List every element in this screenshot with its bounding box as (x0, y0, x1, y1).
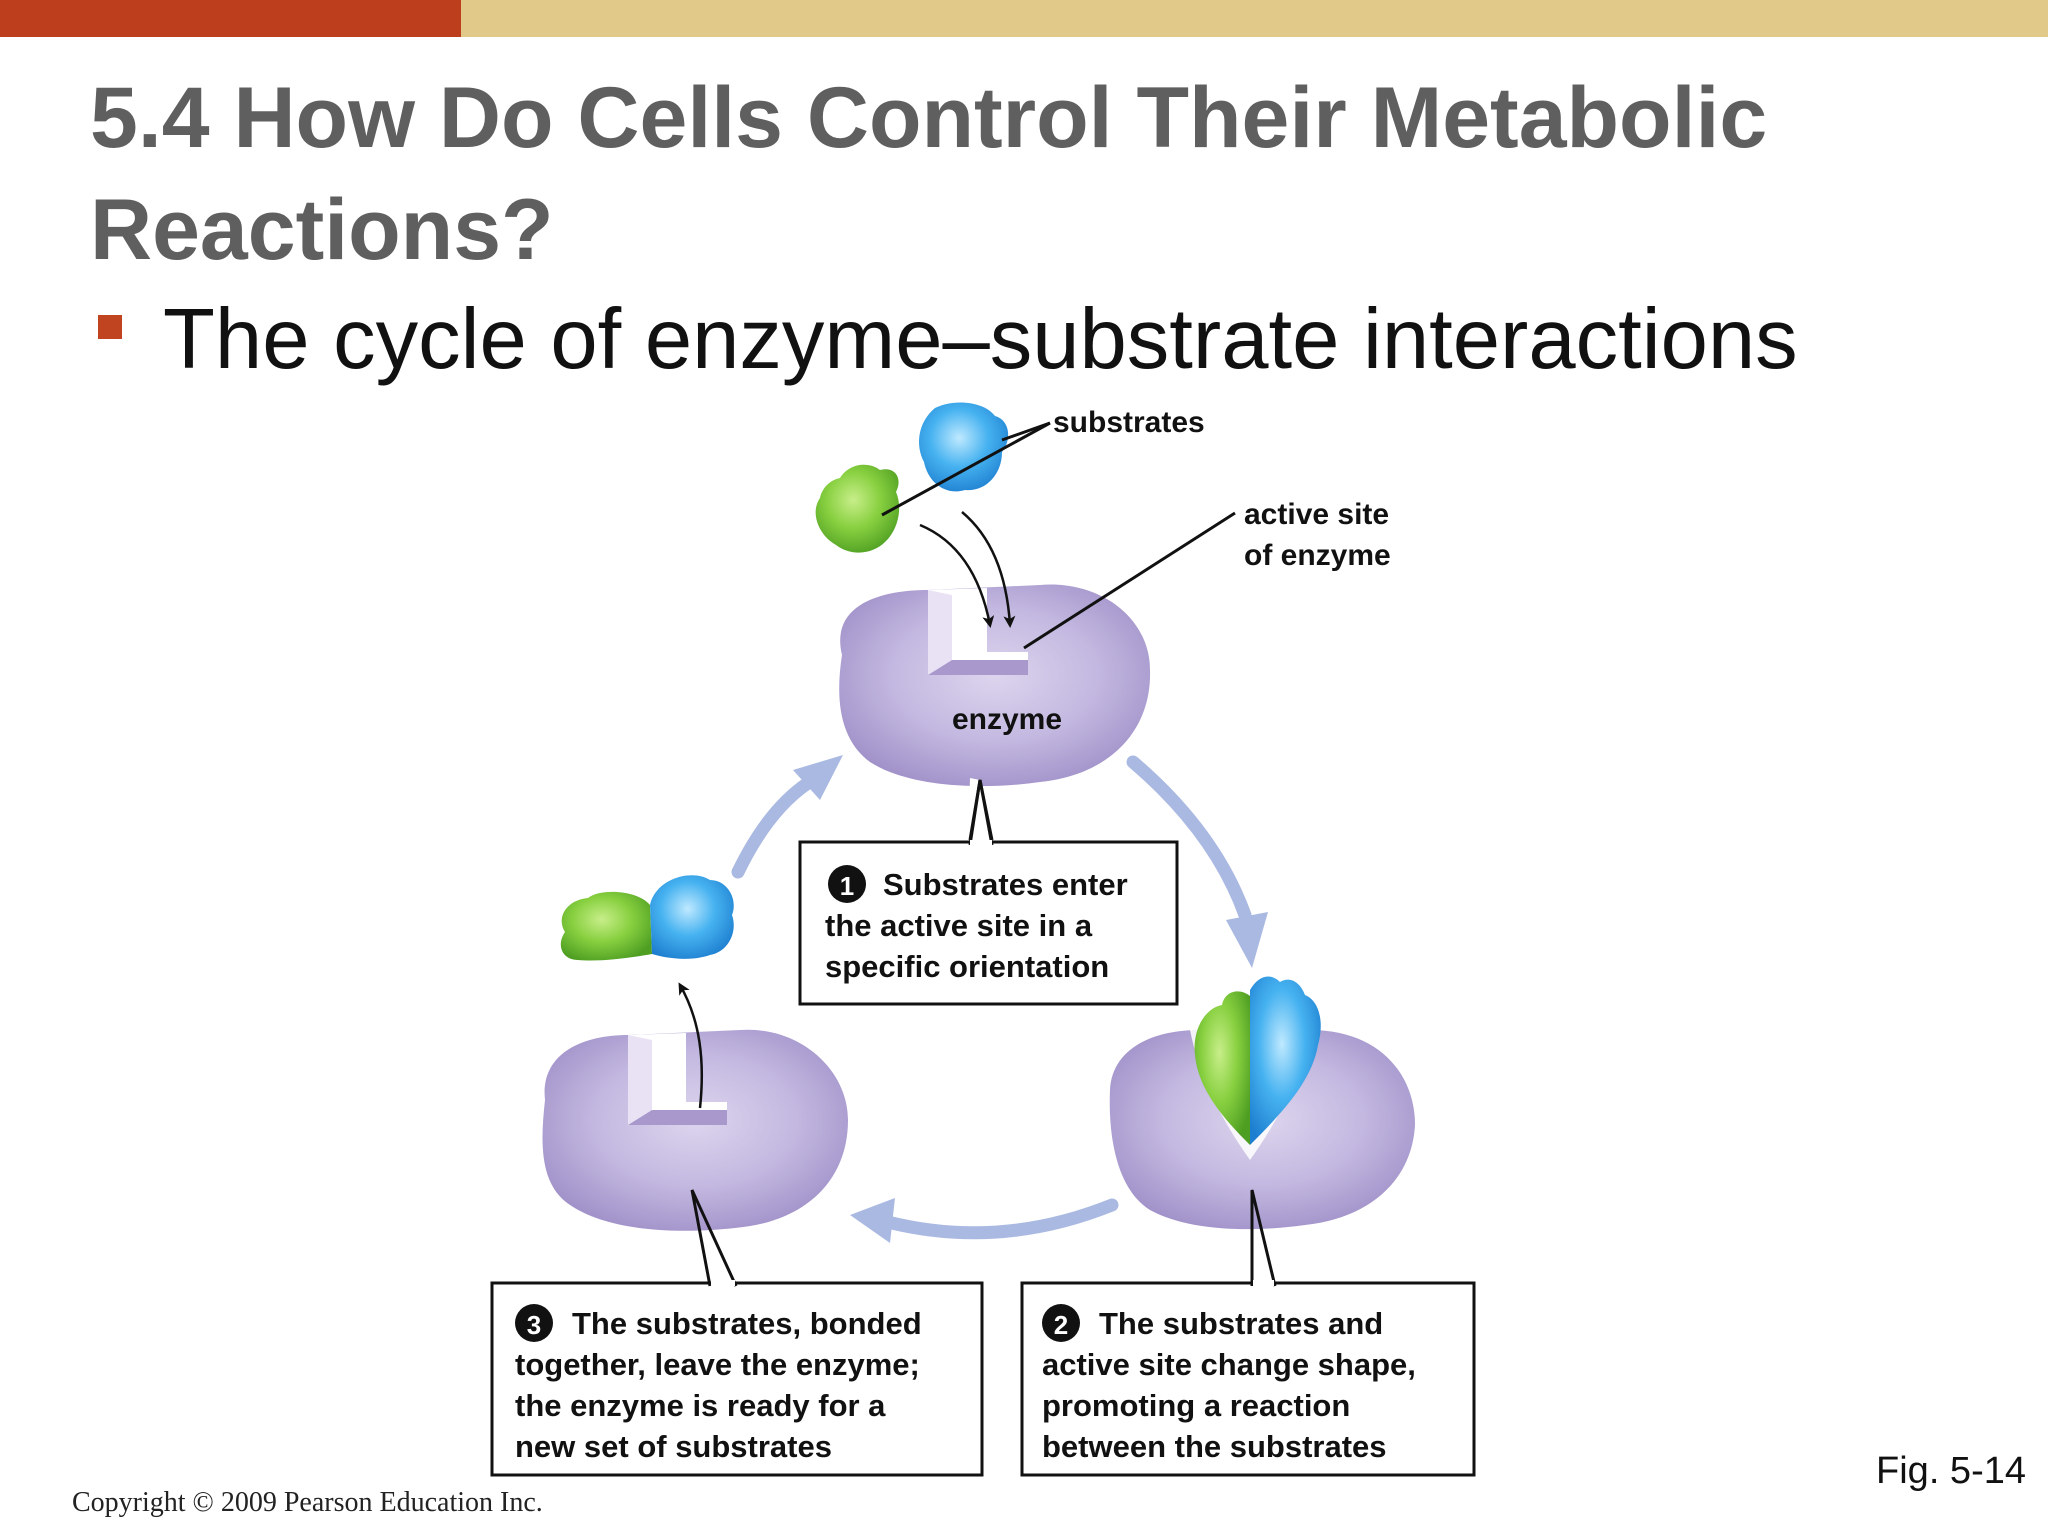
step-3-callout: 3 The substrates, bonded together, leave… (515, 1304, 922, 1464)
active-site-notch-empty (628, 1033, 727, 1125)
product-green-part (560, 891, 652, 961)
product-release-arrow (678, 982, 704, 1109)
step-2-callout: 2 The substrates and active site change … (1042, 1304, 1416, 1464)
substrate-blue-free (919, 402, 1009, 492)
step-2-line-1: The substrates and (1099, 1306, 1383, 1341)
cycle-arrow-top-right (1126, 755, 1268, 968)
callout-2-box (1020, 1281, 1476, 1477)
title-line-2: Reactions? (90, 182, 554, 278)
step-3-line-3: the enzyme is ready for a (515, 1388, 886, 1423)
copyright-notice: Copyright © 2009 Pearson Education Inc. (72, 1487, 543, 1518)
callout-3-pointer (690, 1189, 738, 1287)
substrate-green-free (815, 464, 900, 553)
bullet-marker-icon (98, 315, 122, 339)
step-3-number: 3 (527, 1310, 541, 1340)
step-1-line-2: the active site in a (825, 908, 1093, 943)
active-site-label-line-2: of enzyme (1244, 539, 1391, 572)
step-3-number-badge-icon (515, 1304, 553, 1342)
step-2-line-4: between the substrates (1042, 1429, 1387, 1464)
step-1-number: 1 (840, 871, 854, 901)
enzyme-top: enzyme (839, 584, 1151, 787)
step-1-number-badge-icon (828, 865, 866, 903)
cycle-arrow-bottom (850, 1198, 1119, 1243)
step-1-line-3: specific orientation (825, 949, 1109, 984)
step-2-number-badge-icon (1042, 1304, 1080, 1342)
step-2-line-3: promoting a reaction (1042, 1388, 1350, 1423)
slide-title: 5.4 How Do Cells Control Their Metabolic… (90, 62, 1990, 286)
top-accent-bar-left (0, 0, 461, 37)
top-accent-bar-right (461, 0, 2048, 37)
active-site-leader (1023, 511, 1236, 650)
substrates-leader-green (881, 421, 1051, 517)
substrate-green-bound (1194, 991, 1250, 1145)
active-site-notch (928, 588, 1028, 675)
callout-2-pointer (1250, 1189, 1277, 1287)
step-3-line-2: together, leave the enzyme; (515, 1347, 920, 1382)
substrate-entry-arrow-2 (961, 511, 1016, 628)
title-line-1: 5.4 How Do Cells Control Their Metabolic (90, 70, 1768, 166)
callout-3-box (490, 1281, 984, 1477)
cycle-arrow-left (731, 755, 843, 879)
enzyme-bottom-left (542, 1029, 848, 1231)
substrate-entry-arrow-1 (919, 523, 995, 628)
step-1-line-1: Substrates enter (883, 867, 1128, 902)
enzyme-label: enzyme (952, 703, 1062, 736)
substrates-label: substrates (1053, 406, 1205, 439)
step-3-line-4: new set of substrates (515, 1429, 832, 1464)
figure-reference: Fig. 5-14 (1876, 1450, 2026, 1492)
step-2-number: 2 (1054, 1310, 1068, 1340)
bullet-text: The cycle of enzyme–substrate interactio… (163, 292, 1798, 387)
active-site-label-line-1: active site (1244, 498, 1389, 531)
step-1-callout: 1 Substrates enter the active site in a … (825, 865, 1128, 984)
step-2-line-2: active site change shape, (1042, 1347, 1416, 1382)
product-blue-part (650, 875, 734, 959)
substrate-blue-bound (1250, 976, 1321, 1145)
step-3-line-1: The substrates, bonded (572, 1306, 922, 1341)
